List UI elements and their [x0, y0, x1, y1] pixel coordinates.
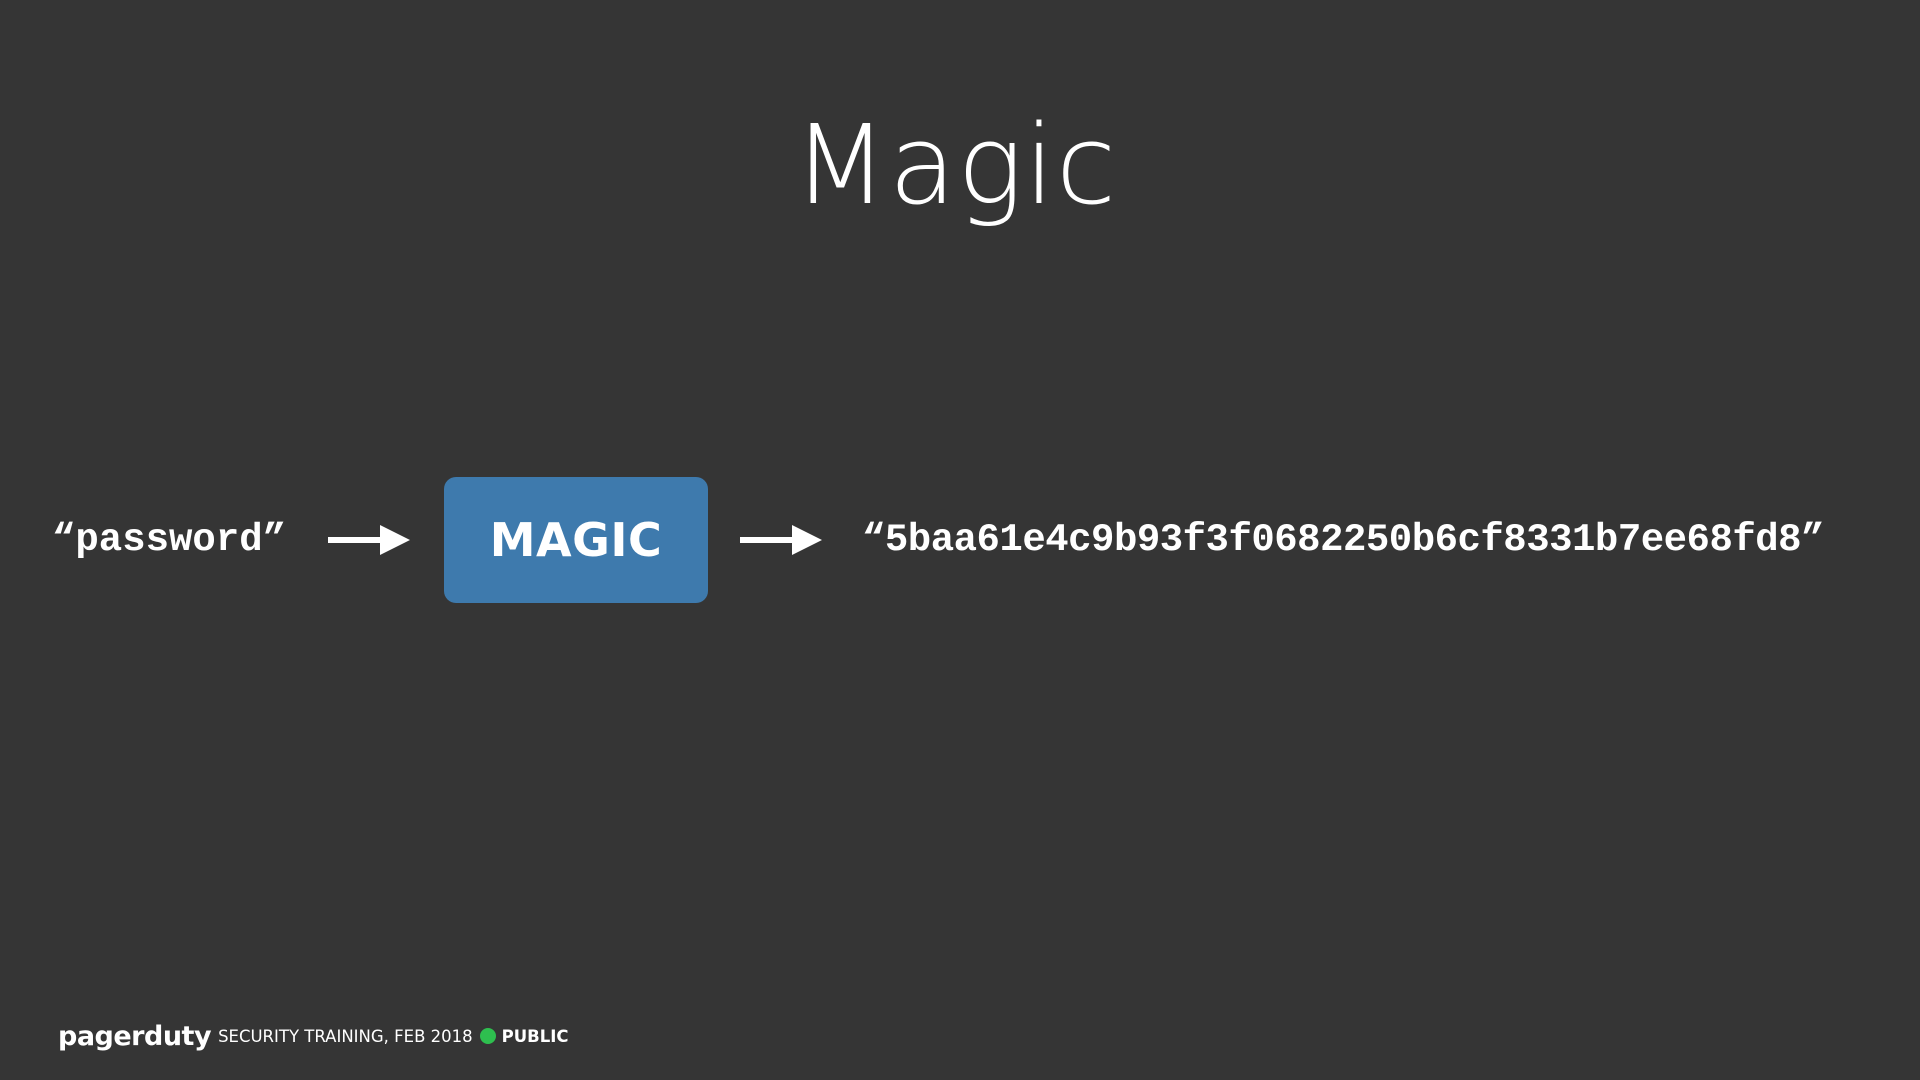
output-hash-string: “5baa61e4c9b93f3f0682250b6cf8331b7ee68fd… [862, 518, 1824, 562]
classification-label: PUBLIC [501, 1026, 569, 1046]
right-arrow-icon [328, 525, 410, 555]
magic-box-label: MAGIC [489, 513, 663, 567]
hash-flow-diagram: “password” MAGIC “5baa61e4c9b93f3f068225… [0, 477, 1920, 603]
slide-title: Magic [792, 101, 1118, 229]
magic-process-box: MAGIC [444, 477, 708, 603]
footer-caption: SECURITY TRAINING, FEB 2018 [218, 1026, 473, 1046]
input-string: “password” [52, 518, 287, 562]
pagerduty-logo: pagerduty [58, 1020, 212, 1052]
footer: pagerduty SECURITY TRAINING, FEB 2018 PU… [58, 1018, 568, 1054]
green-dot-icon [479, 1028, 496, 1044]
right-arrow-icon [740, 525, 822, 555]
